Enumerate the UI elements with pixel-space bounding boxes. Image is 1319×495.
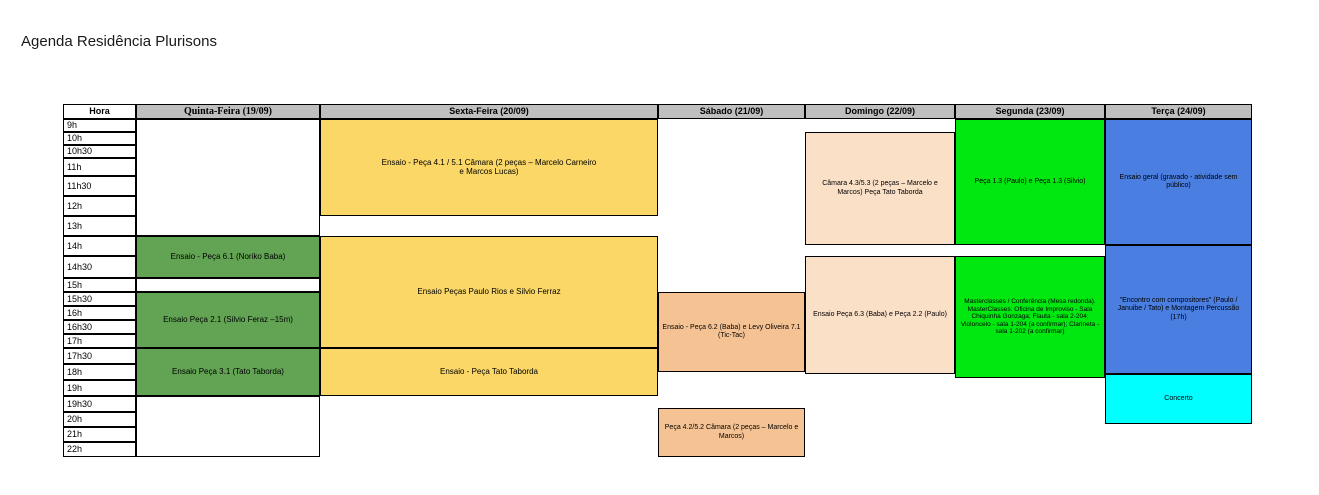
event-terca-ensaio-geral[interactable]: Ensaio geral (gravado - atividade sem pú… — [1105, 119, 1252, 245]
event-sexta-ensaio-peca-tato-taborda[interactable]: Ensaio - Peça Tato Taborda — [320, 348, 658, 396]
hour-row-18h: 18h — [63, 364, 136, 380]
column-header-sexta-feira: Sexta-Feira (20/09) — [320, 104, 658, 119]
hour-row-12h: 12h — [63, 196, 136, 216]
hour-row-17h: 17h — [63, 334, 136, 348]
hour-row-11h30: 11h30 — [63, 176, 136, 196]
quinta-empty-15h — [136, 278, 320, 292]
event-sabado-ensaio-peca-6-2[interactable]: Ensaio - Peça 6.2 (Baba) e Levy Oliveira… — [658, 292, 805, 372]
hour-row-20h: 20h — [63, 412, 136, 427]
hour-row-16h: 16h — [63, 306, 136, 320]
hour-row-19h: 19h — [63, 380, 136, 396]
column-header-terca: Terça (24/09) — [1105, 104, 1252, 119]
event-sabado-peca-4-2-5-2[interactable]: Peça 4.2/5.2 Câmara (2 peças – Marcelo e… — [658, 408, 805, 457]
column-header-segunda: Segunda (23/09) — [955, 104, 1105, 119]
event-sexta-ensaio-pecas-paulo-silvio[interactable]: Ensaio Peças Paulo Rios e Silvio Ferraz — [320, 236, 658, 348]
event-quinta-ensaio-peca-3-1[interactable]: Ensaio Peça 3.1 (Tato Taborda) — [136, 348, 320, 396]
hour-row-11h: 11h — [63, 158, 136, 176]
quinta-empty-evening — [136, 396, 320, 457]
hour-row-10h30: 10h30 — [63, 145, 136, 158]
column-header-quinta-feira: Quinta-Feira (19/09) — [136, 104, 320, 119]
event-sexta-ensaio-peca-4-1-5-1[interactable]: Ensaio - Peça 4.1 / 5.1 Câmara (2 peças … — [320, 119, 658, 216]
hour-row-9h: 9h — [63, 119, 136, 132]
column-header-sabado: Sábado (21/09) — [658, 104, 805, 119]
hour-row-15h: 15h — [63, 278, 136, 292]
hour-row-13h: 13h — [63, 216, 136, 236]
column-header-hora: Hora — [63, 104, 136, 119]
page-title: Agenda Residência Plurisons — [21, 33, 217, 50]
hour-row-22h: 22h — [63, 442, 136, 457]
event-domingo-camara-4-3-5-3[interactable]: Câmara 4.3/5.3 (2 peças – Marcelo e Marc… — [805, 132, 955, 245]
hour-row-19h30: 19h30 — [63, 396, 136, 412]
event-quinta-ensaio-peca-6-1[interactable]: Ensaio - Peça 6.1 (Noriko Baba) — [136, 236, 320, 278]
hour-row-17h30: 17h30 — [63, 348, 136, 364]
hour-row-15h30: 15h30 — [63, 292, 136, 306]
quinta-empty-morning — [136, 119, 320, 236]
event-segunda-masterclasses[interactable]: Masterclasses / Conferência (Mesa redond… — [955, 256, 1105, 378]
hour-row-21h: 21h — [63, 427, 136, 442]
event-segunda-peca-1-3[interactable]: Peça 1.3 (Paulo) e Peça 1.3 (Silvio) — [955, 119, 1105, 245]
event-terca-concerto[interactable]: Concerto — [1105, 374, 1252, 424]
event-quinta-ensaio-peca-2-1[interactable]: Ensaio Peça 2.1 (Silvio Feraz –15m) — [136, 292, 320, 348]
event-terca-encontro-compositores[interactable]: "Encontro com compositores" (Paulo / Jan… — [1105, 245, 1252, 374]
hour-row-10h: 10h — [63, 132, 136, 145]
column-header-domingo: Domingo (22/09) — [805, 104, 955, 119]
event-domingo-ensaio-peca-6-3[interactable]: Ensaio Peça 6.3 (Baba) e Peça 2.2 (Paulo… — [805, 256, 955, 374]
hour-row-14h30: 14h30 — [63, 256, 136, 278]
hour-row-14h: 14h — [63, 236, 136, 256]
hour-row-16h30: 16h30 — [63, 320, 136, 334]
